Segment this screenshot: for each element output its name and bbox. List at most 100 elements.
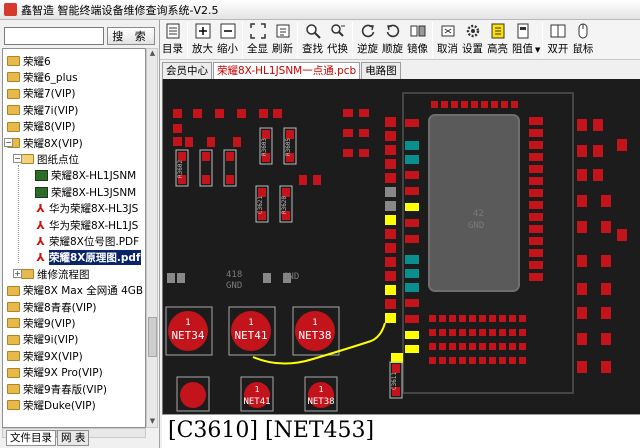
- expand-toggle-icon[interactable]: +: [13, 269, 22, 279]
- chip-pin[interactable]: [529, 273, 543, 281]
- component-pad[interactable]: [202, 175, 210, 184]
- highlighted-pad[interactable]: [391, 353, 403, 363]
- gray-pad[interactable]: [263, 273, 271, 283]
- tree-folder[interactable]: 荣耀8X(VIP): [7, 135, 83, 151]
- chip-pin[interactable]: [405, 235, 419, 243]
- pad-outline[interactable]: [304, 376, 338, 412]
- tab-circuit-diagram[interactable]: 电路图: [361, 62, 401, 79]
- scroll-up-icon[interactable]: ▲: [149, 49, 156, 57]
- bga-ball[interactable]: [459, 343, 466, 350]
- chip-edge-pad[interactable]: [385, 229, 396, 239]
- chip-edge-pad[interactable]: [385, 145, 396, 155]
- bga-ball[interactable]: [479, 343, 486, 350]
- smd-pad[interactable]: [577, 145, 587, 157]
- bga-ball[interactable]: [439, 357, 446, 364]
- chip-edge-pad[interactable]: [385, 159, 396, 169]
- test-pad[interactable]: [308, 382, 334, 408]
- smd-pad[interactable]: [233, 137, 241, 147]
- replace-button[interactable]: 代换: [325, 20, 350, 60]
- chip-pin[interactable]: [529, 213, 543, 221]
- smd-pad[interactable]: [601, 361, 611, 373]
- bga-ball[interactable]: [499, 315, 506, 322]
- find-button[interactable]: 查找: [300, 20, 325, 60]
- bga-ball[interactable]: [449, 329, 456, 336]
- smd-pad[interactable]: [207, 137, 215, 147]
- tree-folder[interactable]: 荣耀9X Pro(VIP): [7, 365, 103, 381]
- teal-pin[interactable]: [405, 269, 419, 278]
- collapse-toggle-icon[interactable]: −: [4, 138, 13, 147]
- smd-pad[interactable]: [601, 195, 611, 207]
- bga-ball[interactable]: [499, 357, 506, 364]
- bga-ball[interactable]: [449, 315, 456, 322]
- gray-pad[interactable]: [177, 273, 185, 283]
- smd-pad[interactable]: [593, 169, 603, 181]
- bga-ball[interactable]: [459, 329, 466, 336]
- cancel-button[interactable]: 取消: [435, 20, 460, 60]
- bga-ball[interactable]: [461, 101, 468, 108]
- bga-ball[interactable]: [449, 343, 456, 350]
- bga-ball[interactable]: [481, 101, 488, 108]
- resistance-dropdown-arrow-icon[interactable]: ▼: [535, 46, 541, 54]
- component-pad[interactable]: [178, 175, 186, 184]
- smd-pad[interactable]: [617, 139, 627, 151]
- smd-pad[interactable]: [593, 119, 603, 131]
- component-outline[interactable]: [259, 127, 273, 165]
- chip-edge-pad[interactable]: [385, 131, 396, 141]
- component-outline[interactable]: [283, 127, 297, 165]
- tree-folder[interactable]: 荣耀9(VIP): [7, 315, 76, 331]
- tree-folder[interactable]: 荣耀7(VIP): [7, 86, 76, 102]
- chip-pin[interactable]: [529, 177, 543, 185]
- chip-edge-pad[interactable]: [385, 215, 396, 225]
- smd-pad[interactable]: [577, 361, 587, 373]
- smd-pad[interactable]: [577, 169, 587, 181]
- bga-ball[interactable]: [509, 315, 516, 322]
- chip-pin[interactable]: [529, 201, 543, 209]
- catalog-button[interactable]: 目录: [160, 20, 185, 60]
- teal-pin[interactable]: [405, 141, 419, 150]
- chip-edge-pad[interactable]: [385, 257, 396, 267]
- smd-pad[interactable]: [173, 124, 182, 133]
- tree-folder[interactable]: 荣耀6: [7, 53, 51, 69]
- bga-ball[interactable]: [519, 315, 526, 322]
- smd-pad[interactable]: [577, 119, 587, 131]
- chip-pin[interactable]: [405, 219, 419, 227]
- tree-file[interactable]: 荣耀8X-HL3JSNM: [35, 184, 136, 200]
- bga-ball[interactable]: [479, 315, 486, 322]
- smd-pad[interactable]: [593, 145, 603, 157]
- bga-ball[interactable]: [519, 357, 526, 364]
- bga-ball[interactable]: [469, 315, 476, 322]
- chip-pin[interactable]: [529, 249, 543, 257]
- smd-pad[interactable]: [359, 149, 369, 157]
- smd-pad[interactable]: [577, 195, 587, 207]
- bga-ball[interactable]: [429, 315, 436, 322]
- bga-ball[interactable]: [429, 329, 436, 336]
- smd-pad[interactable]: [185, 137, 193, 147]
- zoom-in-button[interactable]: 放大: [190, 20, 215, 60]
- bga-ball[interactable]: [519, 343, 526, 350]
- bga-ball[interactable]: [431, 101, 438, 108]
- component-outline[interactable]: [255, 185, 269, 223]
- bga-ball[interactable]: [479, 357, 486, 364]
- chip-edge-pad[interactable]: [385, 285, 396, 295]
- vertical-scrollbar[interactable]: ▲ ▼: [146, 48, 158, 428]
- smd-pad[interactable]: [577, 283, 587, 295]
- component-pad[interactable]: [392, 387, 400, 396]
- smd-pad[interactable]: [237, 109, 246, 118]
- chip-edge-pad[interactable]: [385, 173, 396, 183]
- chip-pin[interactable]: [405, 299, 419, 307]
- chip-edge-pad[interactable]: [385, 201, 396, 211]
- bga-ball[interactable]: [509, 343, 516, 350]
- pad-outline[interactable]: [228, 306, 276, 356]
- tab-file-directory[interactable]: 文件目录: [6, 430, 56, 446]
- pad-outline[interactable]: [165, 306, 213, 356]
- tree-folder[interactable]: 荣耀7i(VIP): [7, 102, 78, 118]
- chip-pin[interactable]: [529, 225, 543, 233]
- bga-ball[interactable]: [489, 315, 496, 322]
- teal-pin[interactable]: [405, 255, 419, 264]
- component-pad[interactable]: [282, 188, 290, 197]
- bga-ball[interactable]: [449, 357, 456, 364]
- bga-ball[interactable]: [499, 329, 506, 336]
- smd-pad[interactable]: [299, 175, 307, 185]
- bga-ball[interactable]: [469, 343, 476, 350]
- gray-pad[interactable]: [167, 273, 175, 283]
